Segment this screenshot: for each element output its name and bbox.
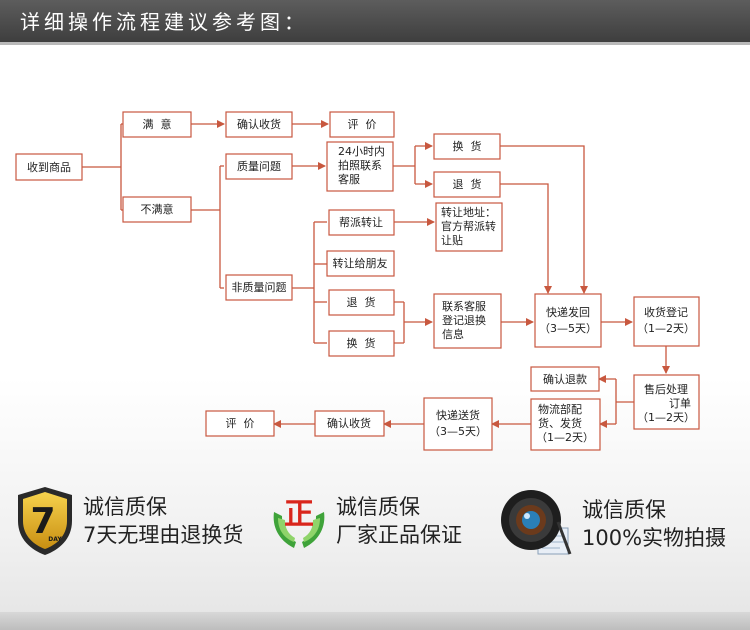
node-exchange-1: 换 货 xyxy=(433,133,501,160)
svg-text:换 货: 换 货 xyxy=(347,336,376,350)
svg-text:帮派转让: 帮派转让 xyxy=(339,215,383,229)
svg-text:换 货: 换 货 xyxy=(453,139,482,153)
svg-text:货、发货: 货、发货 xyxy=(538,416,582,430)
node-express-send: 快递送货 （3—5天） xyxy=(423,397,493,451)
svg-text:7: 7 xyxy=(30,501,55,542)
node-satisfied: 满 意 xyxy=(122,111,192,138)
svg-text:确认收货: 确认收货 xyxy=(327,416,371,430)
svg-text:拍照联系: 拍照联系 xyxy=(338,158,382,172)
svg-text:收货登记: 收货登记 xyxy=(644,305,688,319)
node-contact-24h: 24小时内 拍照联系 客服 xyxy=(326,141,394,192)
svg-text:确认收货: 确认收货 xyxy=(237,117,281,131)
svg-text:信息: 信息 xyxy=(442,327,464,341)
node-confirm-receipt-1: 确认收货 xyxy=(225,111,293,138)
svg-text:质量问题: 质量问题 xyxy=(237,160,281,173)
svg-text:售后处理: 售后处理 xyxy=(644,382,688,396)
flowchart: 收到商品 满 意 确认收货 评 价 不满意 质量问题 24小时内 拍照联系 客服… xyxy=(15,111,700,451)
badge-subtitle: 厂家正品保证 xyxy=(336,523,462,547)
svg-text:转让给朋友: 转让给朋友 xyxy=(333,256,388,270)
flow-edges xyxy=(82,120,670,428)
node-receive-register: 收货登记 （1—2天） xyxy=(633,296,700,347)
page-title: 详细操作流程建议参考图： xyxy=(20,10,308,34)
edge-exchange1-express xyxy=(500,145,588,294)
badge-real-photo: 诚信质保 100%实物拍摄 xyxy=(498,488,726,560)
svg-text:正: 正 xyxy=(284,497,314,532)
node-after-sale: 售后处理 订单 （1—2天） xyxy=(633,374,700,430)
badge-title: 诚信质保 xyxy=(336,495,420,519)
node-give-friend: 转让给朋友 xyxy=(326,250,395,277)
svg-text:联系客服: 联系客服 xyxy=(442,299,486,313)
camera-lens-icon xyxy=(501,490,572,555)
svg-text:快递发回: 快递发回 xyxy=(546,305,590,319)
badge-7day: 7 DAY 诚信质保 7天无理由退换货 xyxy=(15,485,243,557)
genuine-hands-icon: 正 xyxy=(273,497,325,548)
node-review-2: 评 价 xyxy=(205,410,275,437)
svg-text:物流部配: 物流部配 xyxy=(538,402,582,416)
svg-text:评 价: 评 价 xyxy=(348,118,377,131)
svg-text:（1—2天）: （1—2天） xyxy=(637,322,695,335)
svg-text:确认退款: 确认退款 xyxy=(543,372,587,386)
svg-text:DAY: DAY xyxy=(48,536,62,543)
header-bar: 详细操作流程建议参考图： xyxy=(0,0,750,45)
seven-day-shield-icon: 7 DAY xyxy=(18,487,72,555)
svg-text:快递送货: 快递送货 xyxy=(436,408,480,422)
svg-text:不满意: 不满意 xyxy=(141,202,174,216)
svg-text:让贴: 让贴 xyxy=(441,233,463,247)
footer-bar xyxy=(0,612,750,630)
edge-nonquality-split xyxy=(292,222,315,343)
svg-text:退 货: 退 货 xyxy=(347,295,376,309)
badge-genuine: 正 诚信质保 厂家正品保证 xyxy=(268,488,462,554)
badge-title: 诚信质保 xyxy=(582,498,666,522)
node-confirm-receipt-2: 确认收货 xyxy=(314,410,385,437)
node-contact-register: 联系客服 登记退换 信息 xyxy=(433,293,502,349)
node-logistics: 物流部配 货、发货 （1—2天） xyxy=(530,398,601,451)
edge-returns-contact xyxy=(394,301,432,344)
svg-text:客服: 客服 xyxy=(338,172,360,186)
edge-unsatisfied-split xyxy=(191,166,221,288)
node-express-back: 快递发回 （3—5天） xyxy=(534,293,602,348)
svg-text:（3—5天）: （3—5天） xyxy=(539,322,597,335)
svg-text:评 价: 评 价 xyxy=(226,417,255,430)
badge-title: 诚信质保 xyxy=(83,495,167,519)
svg-text:非质量问题: 非质量问题 xyxy=(232,281,287,294)
svg-text:收到商品: 收到商品 xyxy=(27,160,71,174)
svg-text:（1—2天）: （1—2天） xyxy=(637,411,695,424)
node-resell-address: 转让地址： 官方帮派转 让贴 xyxy=(435,202,503,252)
badge-subtitle: 100%实物拍摄 xyxy=(582,526,727,550)
node-exchange-2: 换 货 xyxy=(328,330,395,357)
node-review-1: 评 价 xyxy=(329,111,395,138)
edge-return1-express xyxy=(500,183,552,294)
svg-text:登记退换: 登记退换 xyxy=(442,313,486,327)
svg-text:转让地址：: 转让地址： xyxy=(441,205,496,219)
node-return-2: 退 货 xyxy=(328,289,395,316)
svg-text:退 货: 退 货 xyxy=(453,177,482,191)
node-non-quality-issue: 非质量问题 xyxy=(225,274,293,301)
node-confirm-refund: 确认退款 xyxy=(530,366,600,392)
edge-receive-split xyxy=(82,124,122,210)
edge-contact-split xyxy=(393,146,416,184)
svg-text:（3—5天）: （3—5天） xyxy=(429,425,487,438)
edge-aftersale-split xyxy=(615,379,634,424)
node-return-1: 退 货 xyxy=(433,171,501,198)
svg-text:官方帮派转: 官方帮派转 xyxy=(441,219,496,233)
svg-text:满 意: 满 意 xyxy=(143,117,172,131)
node-quality-issue: 质量问题 xyxy=(225,153,293,180)
node-help-resell: 帮派转让 xyxy=(328,209,395,236)
svg-text:订单: 订单 xyxy=(669,397,691,410)
badge-subtitle: 7天无理由退换货 xyxy=(83,523,244,547)
node-receive: 收到商品 xyxy=(15,153,83,181)
svg-text:（1—2天）: （1—2天） xyxy=(536,431,594,444)
svg-text:24小时内: 24小时内 xyxy=(338,144,385,158)
node-unsatisfied: 不满意 xyxy=(122,196,192,223)
